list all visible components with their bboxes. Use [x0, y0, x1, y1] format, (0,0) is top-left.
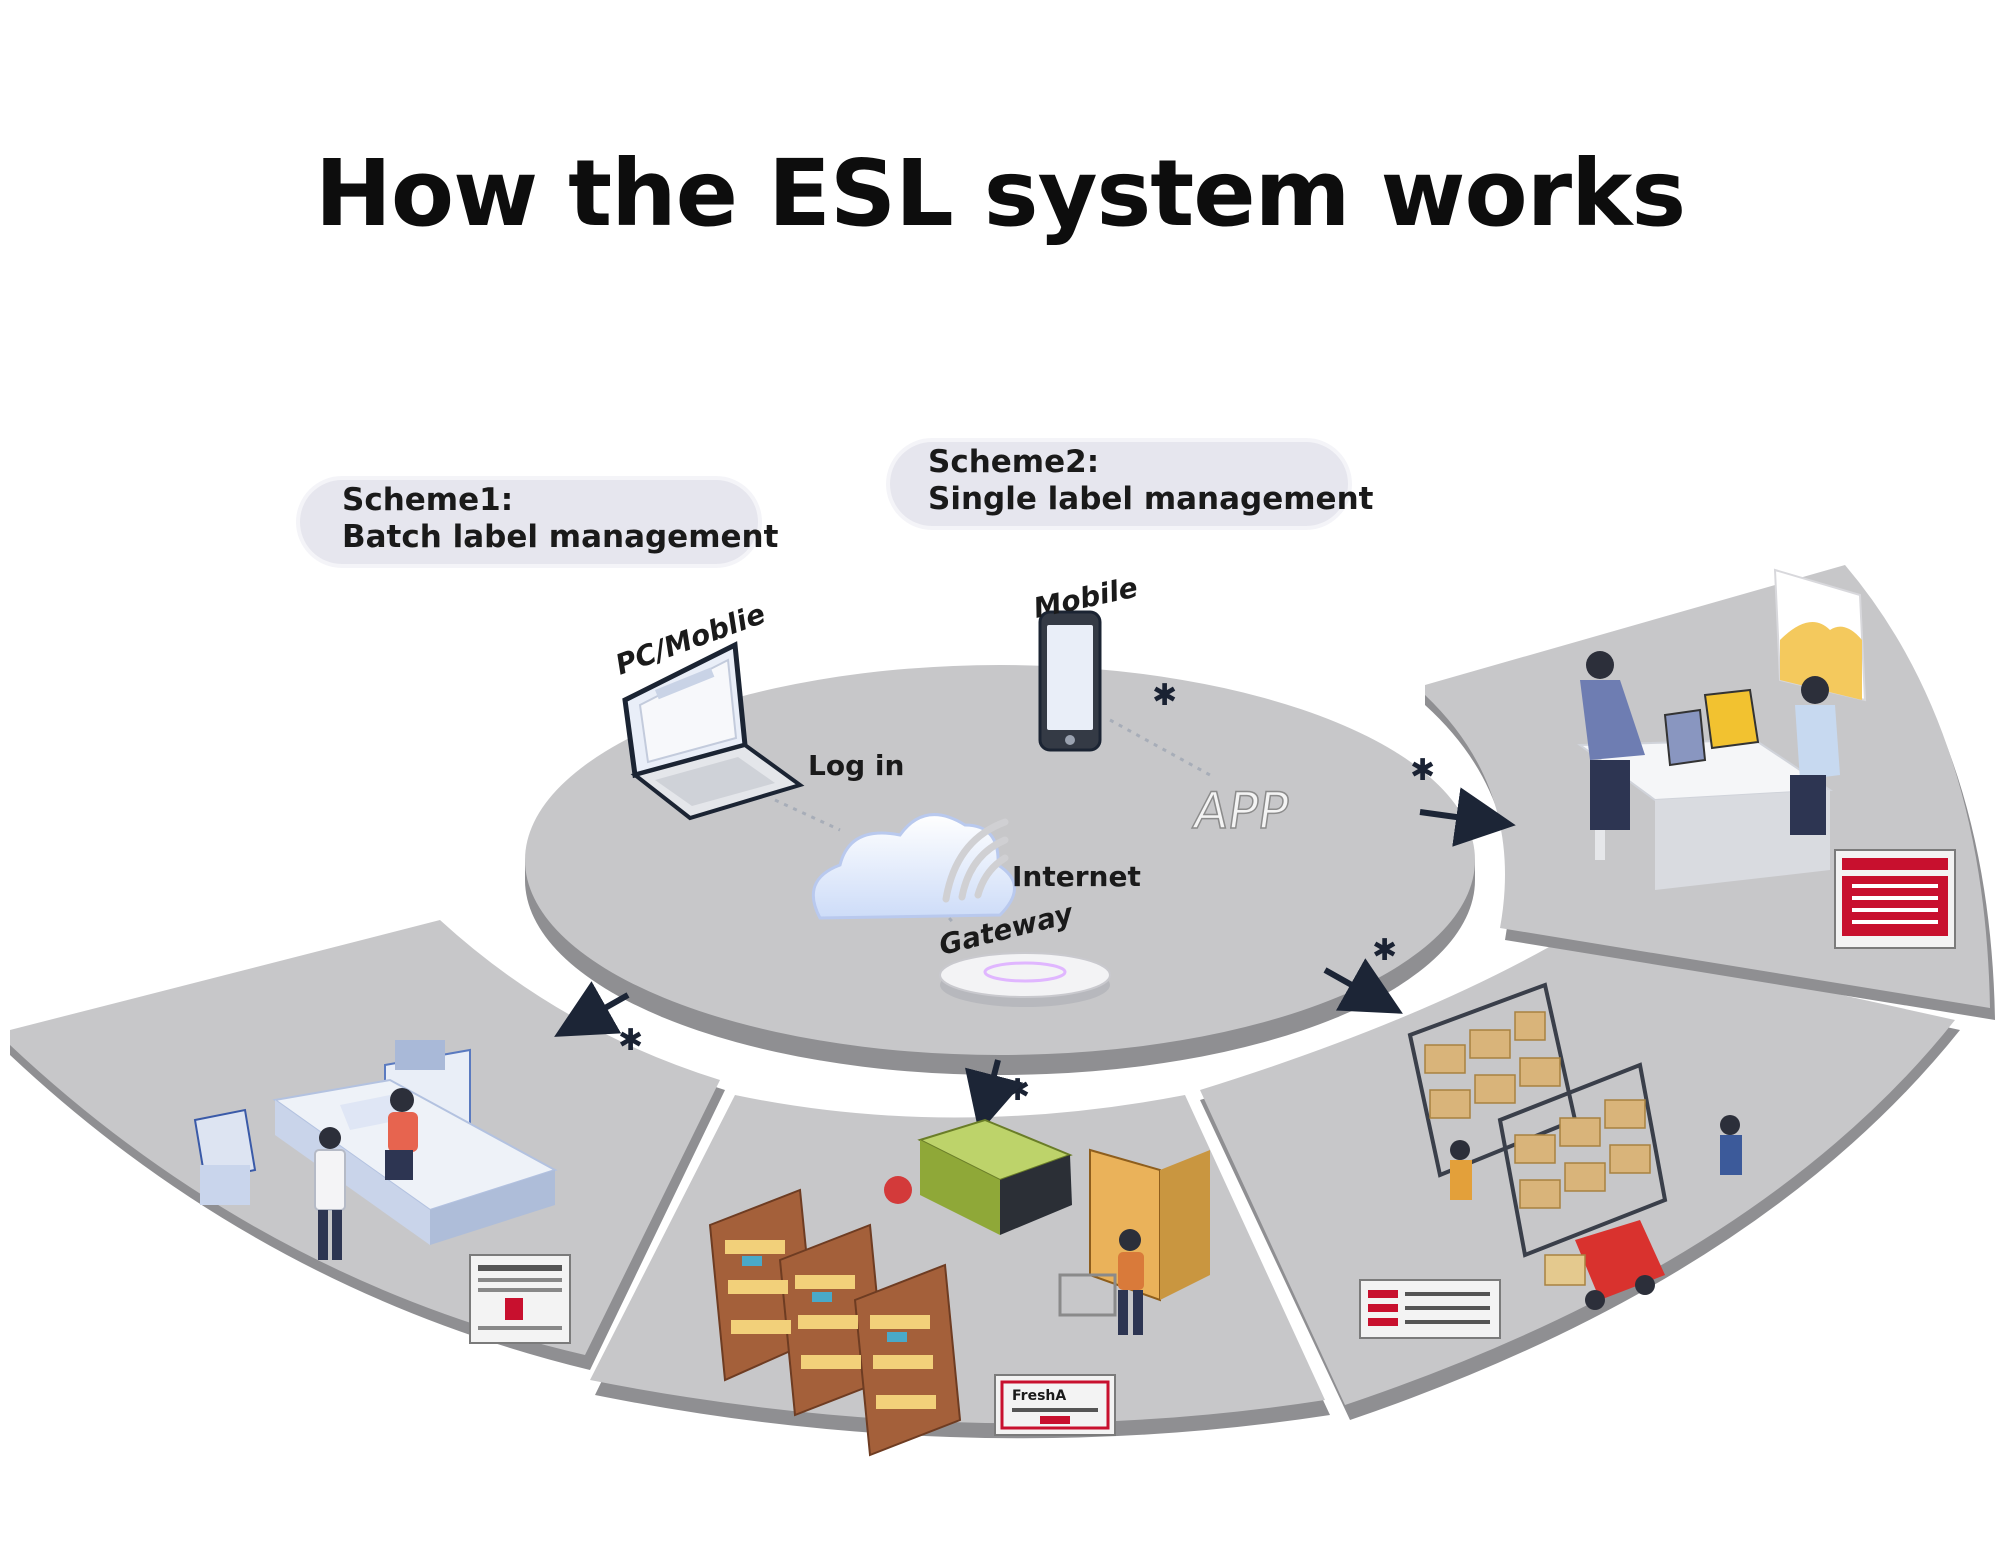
supermarket-esl-tag: FreshA: [994, 1374, 1116, 1436]
scheme1-line1: Scheme1:: [342, 482, 513, 518]
scheme2-line1: Scheme2:: [928, 444, 1099, 480]
bluetooth-icon: ✱: [1005, 1073, 1030, 1108]
page-title: How the ESL system works: [314, 140, 1686, 247]
gateway-icon: [939, 952, 1111, 1007]
bluetooth-icon: ✱: [1152, 678, 1177, 713]
scheme1-pill: Scheme1: Batch label management: [296, 476, 779, 568]
scheme2-line2: Single label management: [928, 481, 1374, 517]
warehouse-scene: [1407, 982, 1742, 1310]
phone-icon: [1038, 610, 1102, 752]
data-links: [774, 718, 1211, 926]
supermarket-scene: [708, 1118, 1210, 1457]
distribution-arrows: [554, 787, 1516, 1134]
office-scene: [1577, 568, 1867, 890]
scheme2-pill: Scheme2: Single label management: [886, 438, 1374, 530]
hospital-esl-tag: [469, 1254, 571, 1344]
wifi-icon: [942, 818, 1009, 903]
bluetooth-icon: ✱: [618, 1023, 643, 1058]
laptop-icon: [622, 641, 805, 821]
bluetooth-icon: ✱: [1372, 933, 1397, 968]
app-label: APP: [1190, 781, 1293, 840]
supermarket-tag-text: FreshA: [1012, 1388, 1066, 1404]
warehouse-esl-tag: [1359, 1279, 1501, 1339]
internet-label: Internet: [1012, 860, 1141, 893]
login-label: Log in: [808, 749, 904, 782]
bluetooth-icon: ✱: [1410, 753, 1435, 788]
office-esl-tag: [1834, 849, 1956, 949]
hospital-scene: [193, 1040, 558, 1260]
scheme1-line2: Batch label management: [342, 519, 779, 555]
